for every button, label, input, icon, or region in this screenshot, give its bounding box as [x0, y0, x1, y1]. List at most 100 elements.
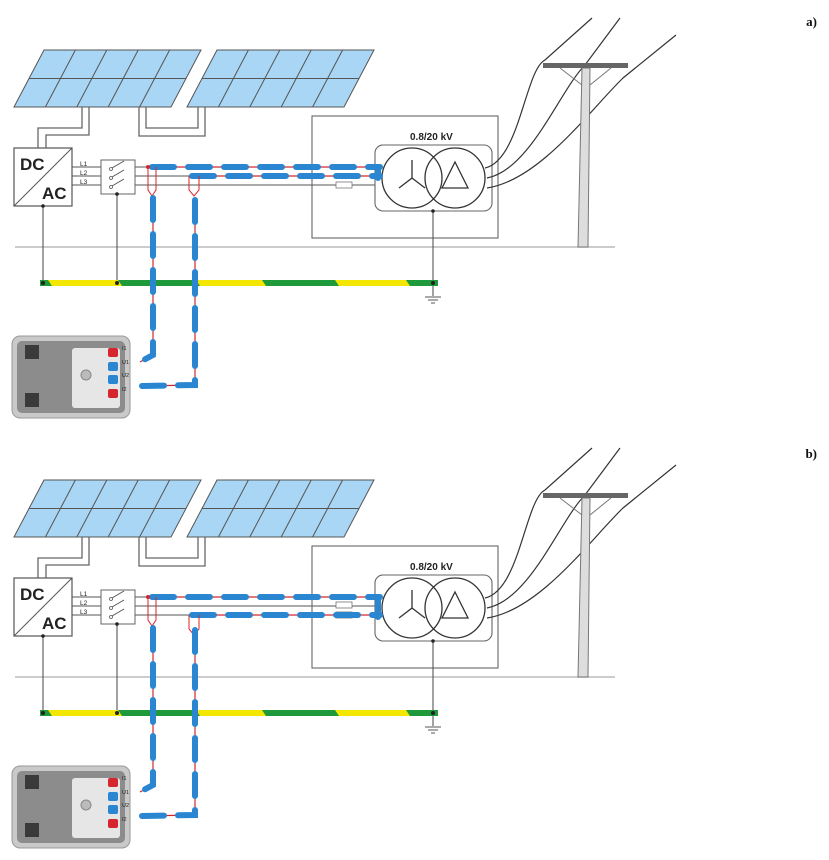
junction-dot [41, 634, 45, 638]
transformer-secondary-winding [424, 577, 486, 639]
solar-panel-cell-line [249, 49, 281, 108]
switch-blade [111, 169, 125, 178]
transformer-rating-label: 0.8/20 kV [410, 562, 453, 573]
junction-dot [115, 711, 119, 715]
solar-panel-cell-line [139, 49, 171, 108]
solar-panel-cell-line [280, 479, 312, 538]
substation-enclosure [311, 545, 499, 669]
pe-bar-yellow-stripe [48, 280, 122, 286]
solar-panel-cell-line [312, 49, 344, 108]
wye-symbol [398, 160, 426, 189]
transformer-rating-label: 0.8/20 kV [410, 132, 453, 143]
pe-bar-yellow-stripe [196, 280, 266, 286]
solar-panel-cell-line [249, 479, 281, 538]
meter-terminal-socket [108, 362, 118, 371]
measurement-leads [137, 164, 383, 389]
probe-fork-l1 [147, 597, 157, 627]
solar-panel-cell-line [44, 479, 76, 538]
meter-knob [80, 369, 92, 381]
meter-terminal-socket [108, 792, 118, 801]
solar-panel-cell-line [280, 49, 312, 108]
meter-handle-icon [25, 775, 39, 789]
meter-terminal-label: U1 [122, 360, 129, 366]
switch-contact [109, 615, 113, 619]
disconnect-switch [100, 159, 136, 283]
phase-label: L3 [80, 179, 88, 186]
solar-panel-cell-line [76, 49, 108, 108]
inverter-diagonal [13, 147, 73, 207]
meter-handle-icon [25, 345, 39, 359]
meter-terminal-label: I2 [122, 817, 127, 823]
inverter-dc-label: DC [20, 585, 45, 604]
inverter-ac-label: AC [42, 184, 67, 203]
earth-ground-icon [425, 726, 441, 734]
pe-bus-bar [40, 710, 438, 716]
hv-line [486, 447, 621, 609]
junction-dot [41, 281, 45, 285]
meter-terminal-label: U2 [122, 373, 129, 379]
pole-shaft [577, 67, 591, 248]
meter-terminal-label: U1 [122, 790, 129, 796]
junction-dot [431, 281, 435, 285]
pole-brace [559, 67, 612, 86]
junction-dot [431, 209, 435, 213]
switch-contact [109, 597, 113, 601]
junction-dot [431, 639, 435, 643]
meter-terminal-socket [108, 778, 118, 787]
meter-terminal-label: I1 [122, 346, 127, 352]
phase-label: L1 [80, 161, 88, 168]
solar-panel-left [13, 49, 202, 108]
switch-box [100, 589, 136, 625]
meter-terminal-socket [108, 805, 118, 814]
inverter-dc-label: DC [20, 155, 45, 174]
dc-wire [37, 537, 83, 578]
inverter-diagonal [13, 577, 73, 637]
measurement-leads [137, 594, 383, 819]
pole-shaft [577, 497, 591, 678]
fuse [335, 181, 353, 189]
switch-blade [111, 599, 125, 608]
pe-bus-bar [40, 280, 438, 286]
pole-crossarm [543, 63, 628, 68]
hv-line [486, 17, 621, 179]
pe-bar-yellow-stripe [335, 710, 410, 716]
solar-panel-cell-line [107, 479, 139, 538]
wye-symbol [398, 590, 426, 619]
pe-bar-yellow-stripe [48, 710, 122, 716]
panel-label-b: b) [805, 446, 817, 461]
transformer: 0.8/20 kV [374, 562, 493, 726]
switch-blade [111, 608, 125, 617]
meter-handle-icon [25, 393, 39, 407]
meter-terminal-label: I1 [122, 776, 127, 782]
solar-panel-cell-line [312, 479, 344, 538]
dc-wire [145, 537, 199, 559]
pole-brace [559, 497, 612, 516]
solar-panel-cell-line [76, 479, 108, 538]
inverter: DC AC [13, 147, 73, 207]
dc-wire [37, 107, 83, 148]
utility-pole [543, 63, 628, 248]
switch-contact [109, 176, 113, 180]
phase-label: L2 [80, 170, 88, 177]
pole-crossarm [543, 493, 628, 498]
dc-wire [138, 537, 206, 567]
fuse [335, 601, 353, 609]
transformer-secondary-winding [424, 147, 486, 209]
meter-terminal-label: U2 [122, 803, 129, 809]
meter-terminal-socket [108, 348, 118, 357]
switch-contact [109, 167, 113, 171]
switch-box [100, 159, 136, 195]
phase-label: L3 [80, 609, 88, 616]
solar-panel-right [186, 479, 375, 538]
transformer-primary-winding [381, 577, 443, 639]
transformer: 0.8/20 kV [374, 132, 493, 296]
switch-blade [111, 178, 125, 187]
solar-panel-cell-line [107, 49, 139, 108]
probe-fork-l1 [147, 167, 157, 197]
utility-pole [543, 493, 628, 678]
junction-dot [431, 711, 435, 715]
